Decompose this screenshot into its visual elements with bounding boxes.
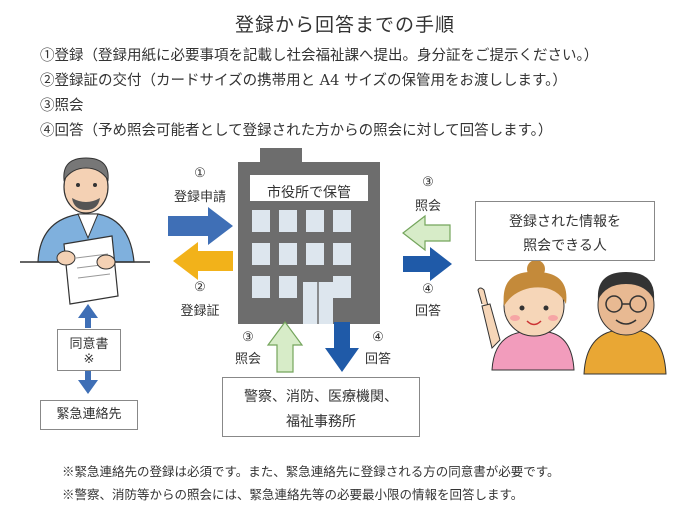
- label-inquiry-number-right: ③: [422, 175, 434, 190]
- consent-double-arrow: [78, 304, 98, 394]
- consent-box: 同意書 ※: [57, 329, 121, 371]
- consent-box-line1: 同意書: [69, 337, 109, 352]
- emergency-contact-box: 緊急連絡先: [40, 400, 138, 430]
- step-issue-card: ②登録証の交付（カードサイズの携帯用と A4 サイズの保管用をお渡しします。）: [40, 73, 567, 89]
- label-reply-text-bottom: 回答: [364, 352, 391, 367]
- inquirer-box-line1: 登録された情報を: [509, 214, 621, 230]
- consent-box-line2: ※: [83, 352, 95, 367]
- arrow-to-inquirers: [403, 247, 452, 281]
- inquirer-box: 登録された情報を 照会できる人: [475, 201, 655, 261]
- building-label: 市役所で保管: [267, 185, 351, 201]
- agency-box-line1: 警察、消防、医療機関、: [244, 389, 398, 405]
- agency-box: 警察、消防、医療機関、 福祉事務所: [222, 377, 420, 437]
- inquirer-woman-icon: [477, 260, 575, 371]
- step-register: ①登録（登録用紙に必要事項を記載し社会福祉課へ提出。身分証をご提示ください。）: [40, 48, 599, 64]
- arrow-to-agencies: [325, 322, 359, 372]
- inquirer-man-icon: [583, 272, 667, 375]
- label-reply-number-right: ④: [422, 282, 434, 297]
- city-hall-building-icon: [238, 148, 380, 324]
- label-reply-number-bottom: ④: [372, 330, 384, 345]
- label-reply-text-right: 回答: [414, 304, 441, 319]
- label-apply-text: 登録申請: [173, 190, 226, 205]
- arrow-to-applicant: [173, 242, 233, 280]
- applicant-person-icon: [20, 157, 150, 305]
- note-emergency-required: ※緊急連絡先の登録は必須です。また、緊急連絡先に登録される方の同意書が必要です。: [62, 464, 560, 479]
- label-card-text: 登録証: [180, 304, 220, 319]
- arrow-to-building: [168, 207, 233, 245]
- step-reply: ④回答（予め照会可能者として登録された方からの照会に対して回答します。）: [40, 123, 553, 139]
- arrow-from-inquirers: [402, 214, 451, 252]
- agency-box-line2: 福祉事務所: [286, 414, 356, 430]
- step-inquiry: ③照会: [40, 98, 84, 114]
- arrow-from-agencies: [266, 320, 304, 373]
- label-apply-number: ①: [194, 166, 206, 181]
- label-inquiry-number-bottom: ③: [242, 330, 254, 345]
- note-minimum-info: ※警察、消防等からの照会には、緊急連絡先等の必要最小限の情報を回答します。: [62, 487, 524, 502]
- label-inquiry-text-bottom: 照会: [234, 352, 261, 367]
- page-title: 登録から回答までの手順: [234, 14, 455, 36]
- label-inquiry-text-right: 照会: [414, 199, 441, 214]
- label-card-number: ②: [194, 280, 206, 295]
- inquirer-box-line2: 照会できる人: [523, 238, 607, 254]
